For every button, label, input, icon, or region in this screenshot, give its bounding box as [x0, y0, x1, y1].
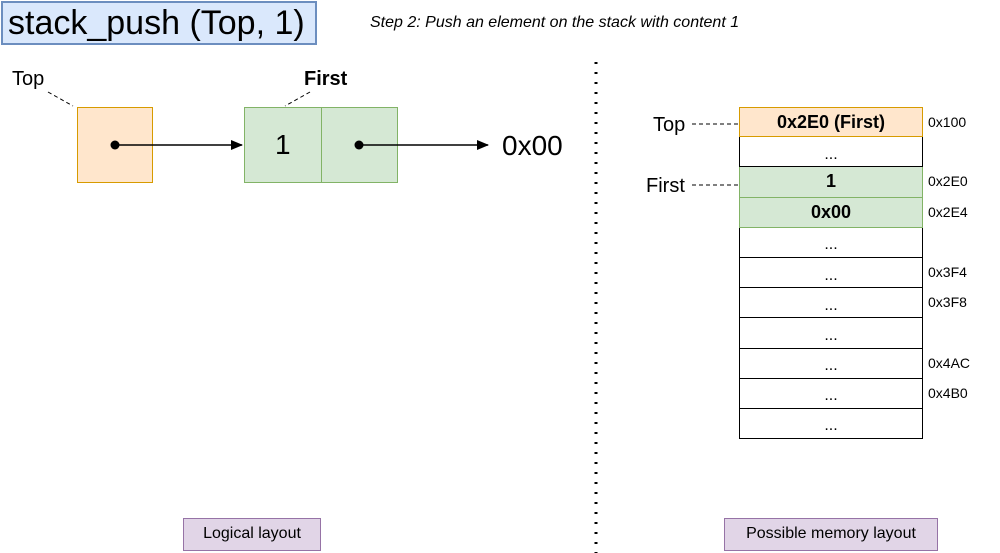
memory-row-value: 0x00 [810, 201, 852, 222]
memory-row: ... [739, 137, 923, 168]
logical-top-label: Top [12, 68, 45, 90]
node-next-cell [320, 108, 398, 182]
memory-row-value: 1 [825, 171, 836, 192]
memory-row: 1 0x2E0 [739, 167, 968, 198]
memory-row: ... [739, 227, 923, 258]
memory-row: ... [739, 408, 923, 440]
memory-address: 0x4AC [928, 354, 971, 371]
memory-row: ... 0x3F8 [739, 288, 967, 319]
memory-first-label: First [646, 175, 685, 197]
memory-row: ... 0x4B0 [739, 378, 968, 409]
memory-row: 0x00 0x2E4 [739, 197, 968, 228]
logical-layout-caption: Logical layout [183, 518, 321, 551]
memory-top-label: Top [653, 114, 686, 136]
memory-row-value: ... [824, 417, 838, 435]
memory-row: ... [739, 318, 923, 349]
memory-row-value: ... [824, 266, 838, 284]
memory-address: 0x3F4 [928, 263, 967, 280]
first-label-connector [284, 91, 311, 107]
memory-address: 0x2E0 [928, 173, 968, 190]
memory-row: 0x2E0 (First) 0x100 [739, 107, 966, 138]
memory-layout-caption: Possible memory layout [724, 518, 938, 551]
logical-first-label: First [304, 68, 348, 90]
memory-address: 0x3F8 [928, 294, 967, 311]
memory-row-value: ... [824, 296, 838, 314]
memory-row-value: ... [824, 357, 838, 375]
step-description: Step 2: Push an element on the stack wit… [370, 14, 740, 31]
memory-row-value: 0x2E0 (First) [776, 111, 886, 132]
memory-row: ... 0x4AC [739, 348, 970, 379]
memory-row-value: ... [824, 387, 838, 405]
memory-address: 0x4B0 [928, 384, 968, 401]
memory-row-value: ... [824, 326, 838, 344]
memory-row-value: ... [824, 236, 838, 254]
top-label-connector [47, 91, 74, 107]
memory-row: ... 0x3F4 [739, 257, 967, 289]
memory-row-value: ... [824, 145, 838, 163]
diagram-title: stack_push (Top, 1) [1, 1, 317, 45]
node-value-cell: 1 [274, 129, 291, 160]
memory-address: 0x100 [928, 114, 967, 130]
null-pointer-value: 0x00 [502, 130, 563, 161]
memory-address: 0x2E4 [928, 203, 968, 220]
